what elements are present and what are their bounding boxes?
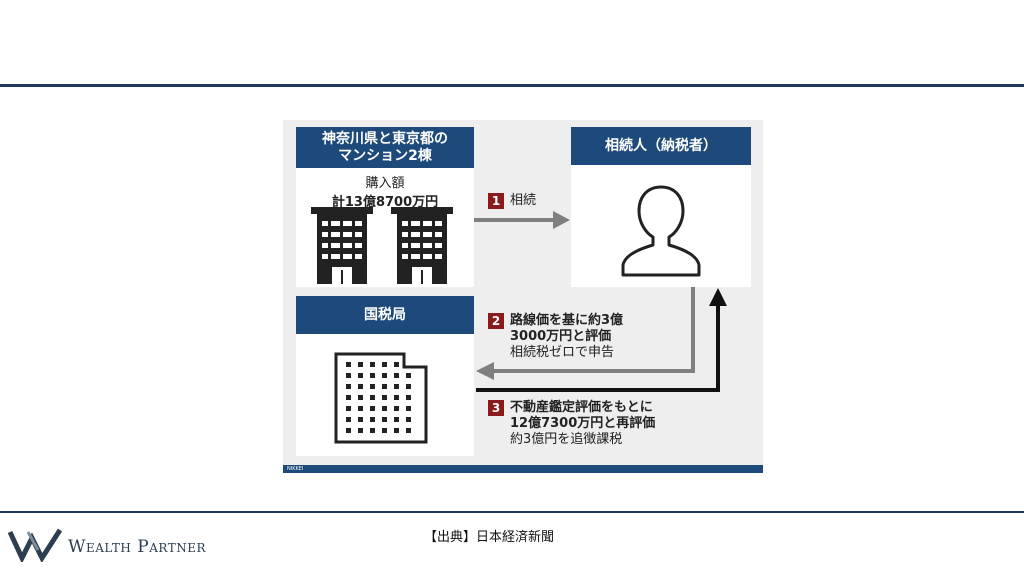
window-dot	[406, 417, 411, 422]
window-dot	[382, 362, 387, 367]
window-dot	[358, 384, 363, 389]
window-dot	[358, 362, 363, 367]
window-dot	[346, 406, 351, 411]
heir-card-header: 相続人（納税者）	[571, 127, 751, 165]
window-dot	[394, 373, 399, 378]
step2-line1: 路線価を基に約3億	[510, 313, 624, 328]
tax-office-card-header: 国税局	[296, 296, 474, 334]
window-dot	[370, 406, 375, 411]
window-dot	[406, 384, 411, 389]
window-dot	[382, 428, 387, 433]
step3-label: 3 不動産鑑定評価をもとに 12億7300万円と再評価 約3億円を追徴課税	[488, 400, 655, 448]
window-dot	[358, 428, 363, 433]
window-dot	[406, 428, 411, 433]
wealth-partner-logo-icon	[8, 528, 63, 562]
window-dot	[358, 406, 363, 411]
window-dot	[394, 395, 399, 400]
window-dot	[406, 406, 411, 411]
window-dot	[346, 417, 351, 422]
office-building-icon	[334, 352, 428, 444]
window-dot	[346, 373, 351, 378]
window-dot	[382, 417, 387, 422]
window-dot	[382, 395, 387, 400]
step3-line3: 約3億円を追徴課税	[510, 432, 623, 447]
window-dot	[394, 417, 399, 422]
bottom-rule	[0, 511, 1024, 513]
step1-line1: 相続	[510, 193, 537, 208]
step3-line1: 不動産鑑定評価をもとに	[510, 400, 653, 415]
step3-badge: 3	[488, 400, 504, 416]
step1-label: 1 相続	[488, 193, 536, 209]
top-rule	[0, 84, 1024, 87]
tax-office-card: 国税局	[296, 296, 474, 456]
wealth-partner-logo-text: Wealth Partner	[68, 537, 206, 557]
window-dot	[382, 373, 387, 378]
property-title-line1: 神奈川県と東京都の	[322, 131, 448, 147]
window-dot	[370, 384, 375, 389]
window-dot	[394, 384, 399, 389]
window-dot	[394, 362, 399, 367]
step3-line2: 12億7300万円と再評価	[510, 416, 656, 431]
window-dot	[346, 384, 351, 389]
source-citation: 【出典】日本経済新聞	[424, 530, 555, 545]
step1-badge: 1	[488, 193, 504, 209]
step2-line3: 相続税ゼロで申告	[510, 345, 615, 360]
window-dot	[358, 373, 363, 378]
property-card: 神奈川県と東京都の マンション2棟 購入額 計13億8700万円	[296, 127, 474, 287]
step2-line2: 3000万円と評価	[510, 329, 612, 344]
window-dot	[394, 428, 399, 433]
heir-card: 相続人（納税者）	[571, 127, 751, 287]
window-dot	[370, 373, 375, 378]
buildings-icon	[311, 207, 453, 284]
window-dot	[382, 406, 387, 411]
window-dot	[370, 417, 375, 422]
window-dot	[370, 362, 375, 367]
person-icon	[621, 185, 701, 277]
window-dot	[370, 428, 375, 433]
step2-badge: 2	[488, 313, 504, 329]
window-dot	[358, 417, 363, 422]
credit-text: NIKKEI	[287, 466, 304, 472]
window-dot	[346, 362, 351, 367]
window-dot	[394, 406, 399, 411]
step2-label: 2 路線価を基に約3億 3000万円と評価 相続税ゼロで申告	[488, 313, 623, 361]
purchase-amount: 計13億8700万円	[331, 195, 439, 210]
window-dot	[382, 384, 387, 389]
diagram-bottom-bar	[283, 465, 763, 473]
window-dot	[370, 395, 375, 400]
purchase-label: 購入額	[365, 176, 405, 191]
window-dot	[358, 395, 363, 400]
window-dot	[346, 395, 351, 400]
window-dot	[346, 428, 351, 433]
property-card-header: 神奈川県と東京都の マンション2棟	[296, 127, 474, 168]
window-dot	[406, 373, 411, 378]
window-dot	[406, 395, 411, 400]
property-title-line2: マンション2棟	[338, 148, 432, 164]
